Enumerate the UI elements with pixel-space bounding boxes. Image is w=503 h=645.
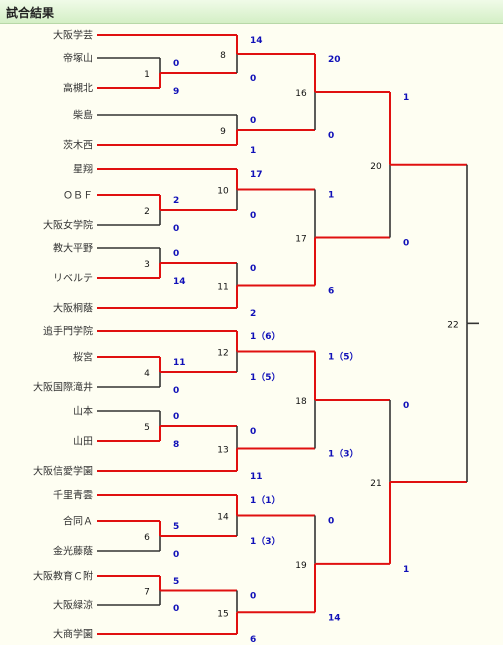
match-number: 20: [370, 162, 382, 172]
score-label: 0: [173, 249, 179, 259]
match-number: 18: [295, 397, 307, 407]
team-name: リベルテ: [53, 273, 93, 285]
match-number: 22: [447, 320, 458, 330]
match-number: 10: [217, 187, 229, 197]
score-label: 0: [403, 239, 409, 249]
team-name: 大商学園: [53, 628, 93, 641]
score-label: 0: [250, 211, 256, 221]
match-number: 6: [144, 533, 150, 543]
score-label: 11: [250, 472, 263, 482]
score-label: 0: [173, 412, 179, 422]
score-label: 0: [173, 550, 179, 560]
score-label: 0: [173, 604, 179, 614]
score-label: 1（3）: [250, 536, 281, 547]
score-label: 1: [250, 146, 256, 156]
score-label: 9: [173, 87, 179, 97]
score-label: 8: [173, 440, 179, 450]
page-header: 試合結果: [0, 0, 503, 24]
score-label: 0: [328, 131, 334, 141]
team-name: ＯＢＦ: [63, 191, 93, 202]
score-label: 14: [173, 277, 186, 287]
match-number: 16: [295, 89, 307, 99]
team-name: 金光藤蔭: [53, 545, 93, 558]
team-name: 星翔: [73, 163, 93, 176]
score-label: 5: [173, 522, 179, 532]
match-number: 11: [217, 283, 228, 293]
team-name: 山本: [73, 405, 93, 418]
match-number: 7: [144, 588, 150, 598]
score-label: 20: [328, 55, 341, 65]
score-label: 1（6）: [250, 331, 281, 342]
score-label: 1: [403, 93, 409, 103]
score-label: 2: [250, 309, 256, 319]
score-label: 0: [403, 401, 409, 411]
score-label: 1（3）: [328, 449, 359, 460]
team-name: 桜宮: [73, 351, 93, 364]
team-name: 帝塚山: [63, 52, 93, 65]
team-name: 千里青雲: [53, 489, 93, 502]
score-label: 1（5）: [250, 372, 281, 383]
match-number: 17: [295, 235, 306, 245]
team-name: 大阪桐蔭: [53, 302, 93, 315]
page-title: 試合結果: [6, 6, 55, 20]
match-number: 14: [217, 513, 229, 523]
team-name: 大阪国際滝井: [33, 381, 93, 394]
score-label: 0: [250, 116, 256, 126]
team-name: 大阪緑涼: [53, 599, 93, 612]
team-name: 合同Ａ: [63, 515, 93, 528]
match-number: 15: [217, 609, 228, 619]
score-label: 17: [250, 170, 263, 180]
match-number: 19: [295, 561, 307, 571]
score-label: 0: [328, 517, 334, 527]
score-label: 14: [328, 613, 341, 623]
team-name: 追手門学院: [43, 325, 93, 338]
match-number: 12: [217, 349, 228, 359]
score-label: 6: [250, 635, 256, 645]
score-label: 14: [250, 36, 263, 46]
team-name: 大阪学芸: [53, 29, 93, 42]
score-label: 0: [250, 427, 256, 437]
match-number: 4: [144, 369, 150, 379]
team-name: 大阪信愛学園: [33, 465, 93, 478]
score-label: 0: [173, 224, 179, 234]
score-label: 0: [250, 74, 256, 84]
score-label: 0: [173, 386, 179, 396]
score-label: 11: [173, 358, 186, 368]
match-number: 9: [220, 127, 226, 137]
score-label: 0: [250, 592, 256, 602]
match-number: 3: [144, 260, 150, 270]
team-name: 柴島: [73, 109, 93, 122]
score-label: 1（5）: [328, 352, 359, 363]
match-number: 8: [220, 51, 226, 61]
score-label: 1: [328, 191, 334, 201]
team-name: 大阪女学院: [43, 219, 93, 232]
score-label: 0: [250, 264, 256, 274]
team-name: 高槻北: [63, 82, 93, 95]
team-name: 大阪教育Ｃ附: [33, 570, 93, 583]
score-label: 1: [403, 565, 409, 575]
team-name: 茨木西: [63, 139, 93, 152]
match-number: 2: [144, 207, 150, 217]
match-number: 1: [144, 70, 150, 80]
match-number: 5: [144, 423, 150, 433]
score-label: 6: [328, 287, 334, 297]
match-number: 13: [217, 446, 228, 456]
score-label: 0: [173, 59, 179, 69]
score-label: 5: [173, 577, 179, 587]
match-number: 21: [370, 479, 381, 489]
team-name: 山田: [73, 436, 93, 448]
score-label: 1（1）: [250, 495, 281, 506]
score-label: 2: [173, 196, 179, 206]
team-name: 教大平野: [53, 242, 93, 255]
